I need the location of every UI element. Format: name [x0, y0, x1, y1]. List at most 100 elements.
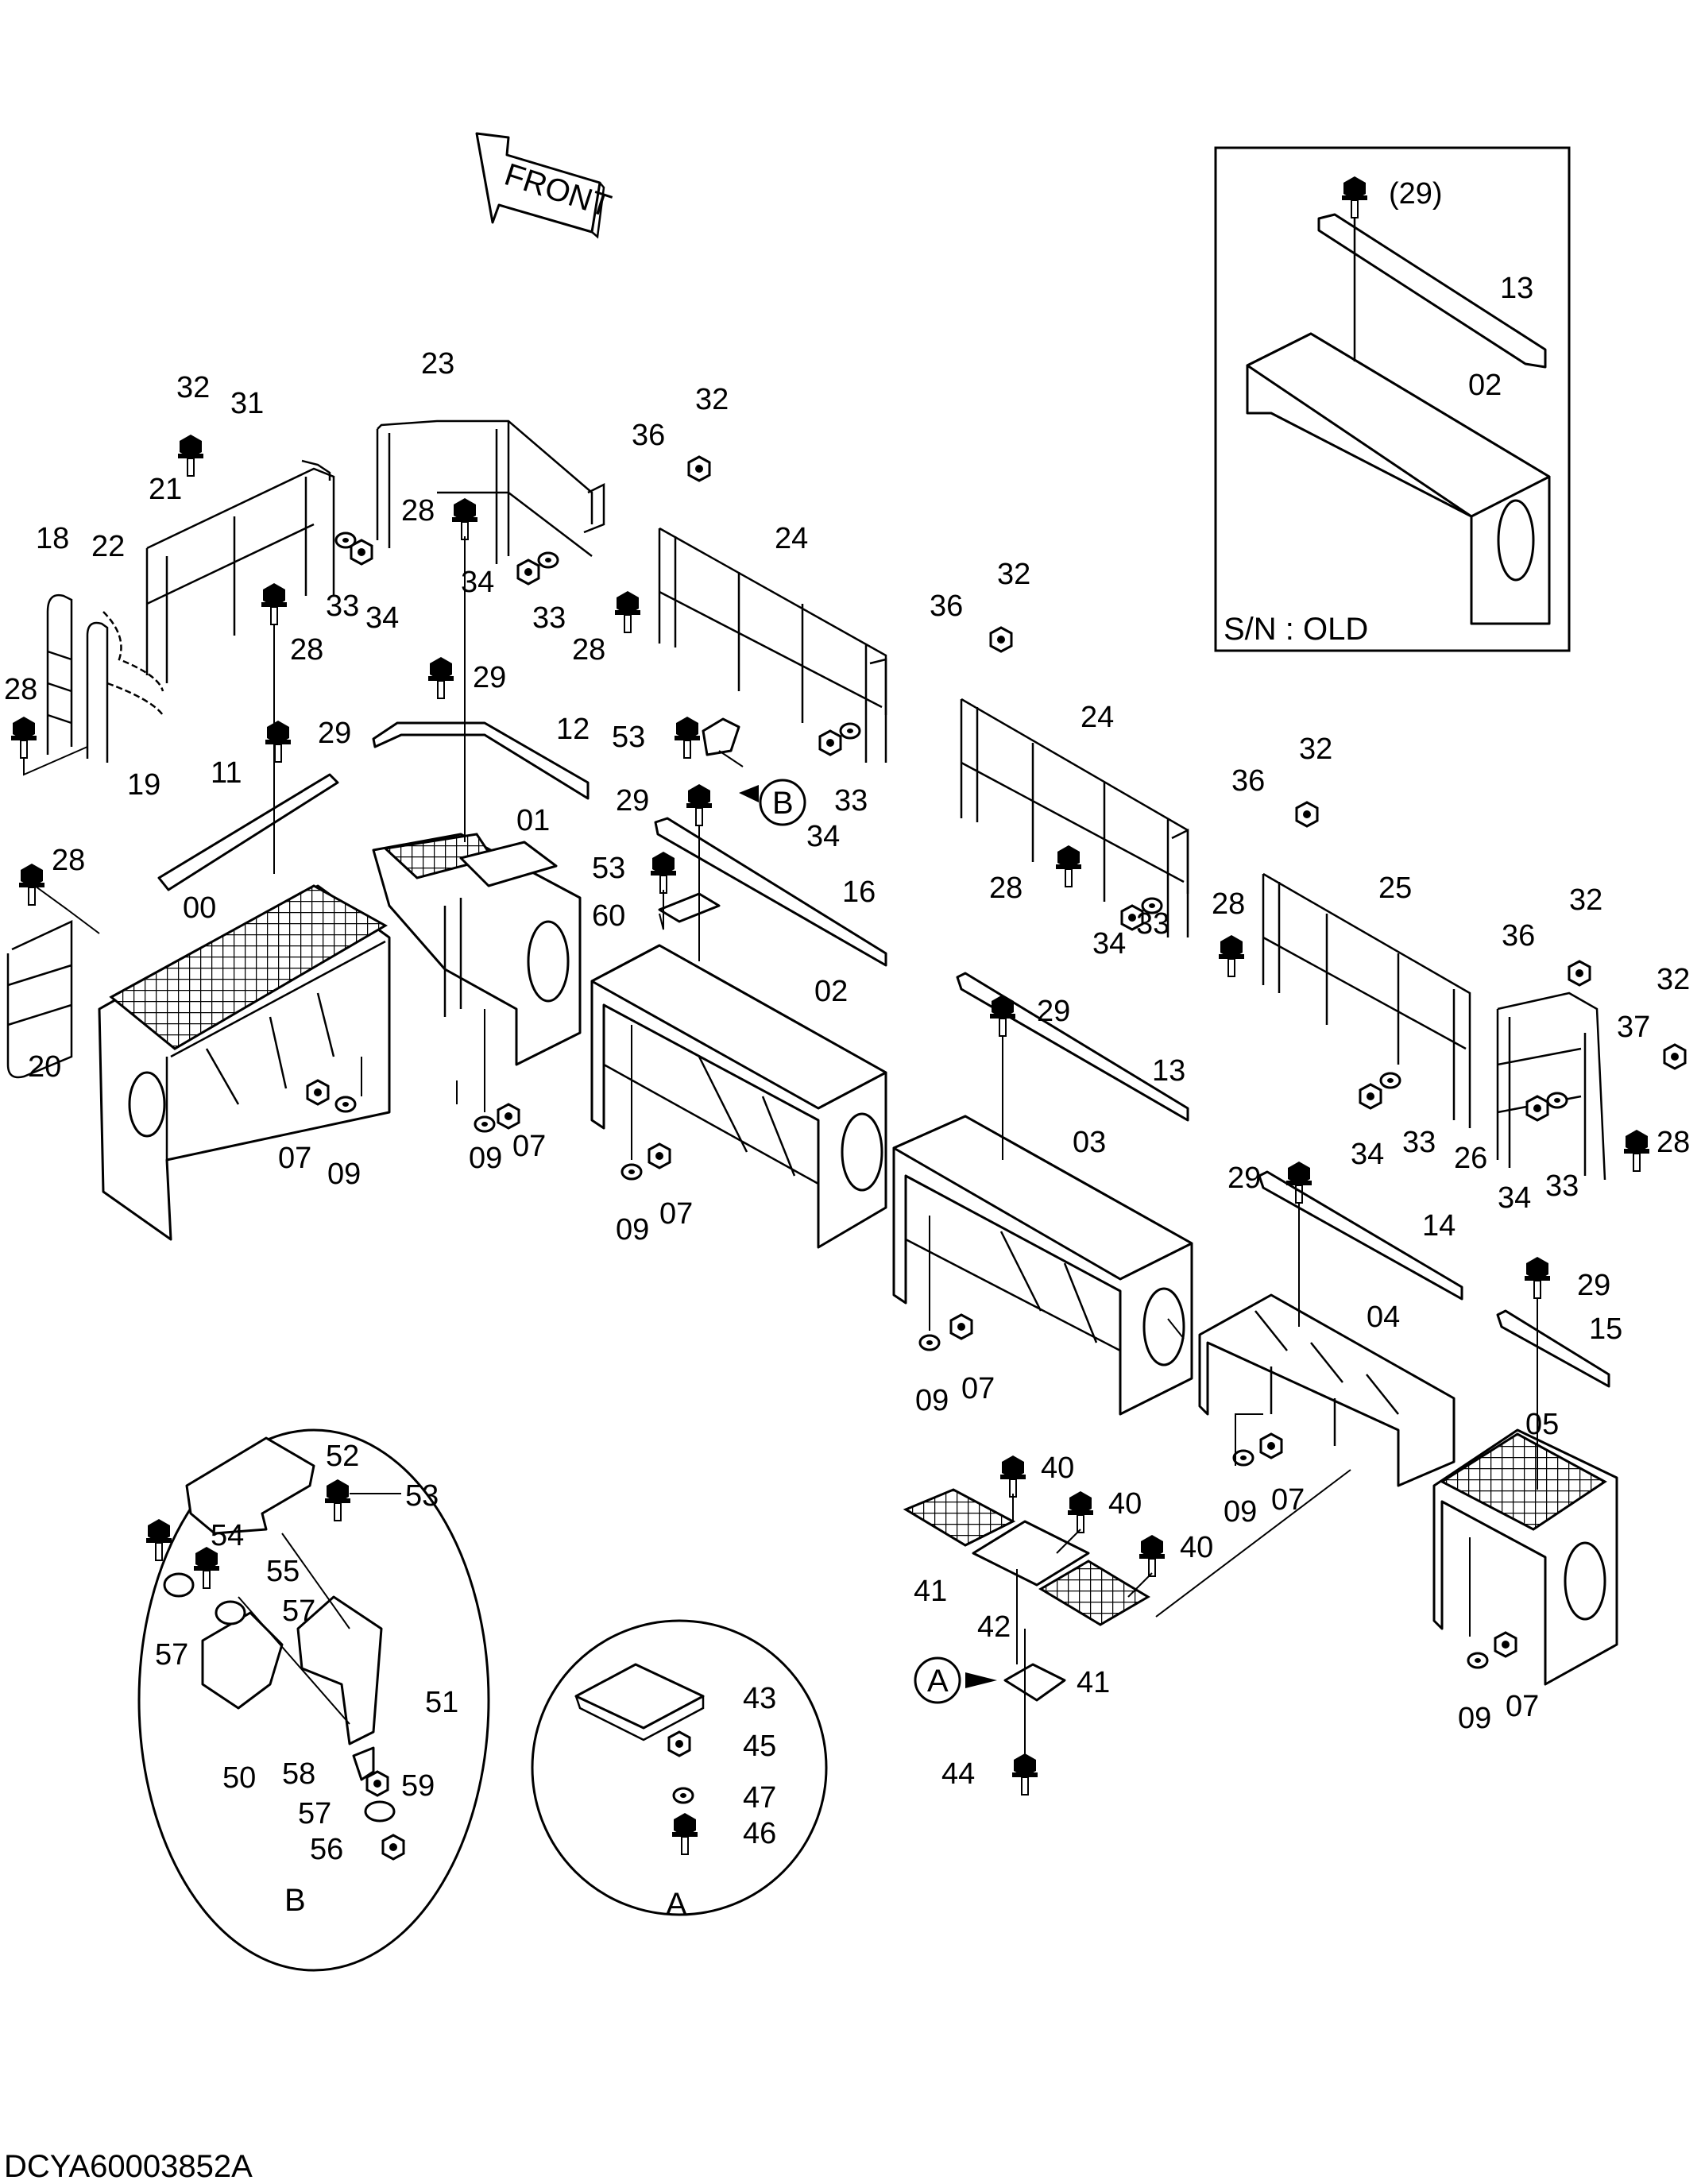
inset-label-29: (29): [1389, 177, 1443, 211]
bracket-16: [654, 817, 887, 967]
part-label: 28: [401, 494, 435, 528]
part-label: 34: [806, 820, 840, 853]
inset-label-13: 13: [1500, 272, 1533, 305]
part-label: 56: [310, 1833, 343, 1866]
part-label: 09: [616, 1213, 649, 1247]
part-label: 34: [1498, 1181, 1531, 1215]
part-label: 07: [1506, 1690, 1539, 1723]
part-label: 21: [149, 473, 182, 506]
part-label: 29: [473, 661, 506, 694]
part-label: 28: [572, 633, 605, 667]
part-label: 45: [743, 1730, 776, 1763]
part-label: 07: [512, 1130, 546, 1163]
part-label: 58: [282, 1757, 315, 1791]
part-label: 36: [632, 419, 665, 452]
part-label: 28: [1212, 887, 1245, 921]
ladder-20: [6, 920, 73, 1079]
part-label: 05: [1525, 1408, 1559, 1441]
bracket-12: [372, 721, 590, 800]
part-label: 31: [230, 387, 264, 420]
bracket-b-part: [702, 717, 740, 756]
part-label: 09: [327, 1158, 361, 1191]
part-label: 14: [1422, 1209, 1456, 1243]
part-label: 29: [1577, 1269, 1610, 1302]
plate-43-lower: [1003, 1663, 1066, 1702]
part-label: 53: [405, 1479, 439, 1513]
part-label: 37: [1617, 1011, 1650, 1044]
part-label: 54: [211, 1519, 244, 1552]
inset-label-02: 02: [1468, 369, 1502, 402]
part-label: 07: [659, 1197, 693, 1231]
detail-a-caption: A: [666, 1887, 687, 1922]
part-label: 32: [997, 558, 1030, 591]
part-label: 07: [278, 1142, 311, 1175]
part-label: 33: [326, 589, 359, 623]
part-label: 03: [1073, 1126, 1106, 1159]
part-label: 20: [28, 1050, 61, 1084]
part-label: 60: [592, 899, 625, 933]
part-label: 22: [91, 530, 125, 563]
handrail-23: [376, 419, 605, 564]
part-label: 34: [461, 566, 494, 599]
step-grate-41b: [1038, 1560, 1150, 1626]
part-label: 53: [612, 721, 645, 754]
part-label: 43: [743, 1682, 776, 1715]
step-frame-42: [972, 1520, 1090, 1587]
part-label: 50: [222, 1761, 256, 1795]
part-label: 28: [1657, 1126, 1690, 1159]
part-label: 34: [1092, 927, 1126, 961]
part-label: 57: [155, 1638, 188, 1672]
step-grate-41a: [903, 1488, 1016, 1547]
part-label: 13: [1152, 1054, 1185, 1088]
part-label: 41: [914, 1575, 947, 1608]
part-label: 15: [1589, 1312, 1622, 1346]
part-label: 07: [961, 1372, 995, 1405]
bracket-14: [1258, 1170, 1463, 1301]
part-label: 57: [282, 1595, 315, 1628]
part-label: 12: [556, 713, 590, 746]
part-label: 33: [532, 601, 566, 635]
part-label: 59: [401, 1769, 435, 1803]
part-label: 09: [915, 1384, 949, 1417]
walkway-03: [892, 1115, 1193, 1416]
part-label: 28: [290, 633, 323, 667]
part-label: 32: [1569, 883, 1602, 917]
part-label: 33: [1402, 1126, 1436, 1159]
walkway-01: [372, 833, 582, 1066]
part-label: 18: [36, 522, 69, 555]
part-label: 51: [425, 1686, 458, 1719]
bracket-13: [956, 972, 1189, 1122]
part-label: 29: [318, 717, 351, 750]
part-label: 33: [1545, 1169, 1579, 1203]
drawing-code: DCYA60003852A: [4, 2149, 253, 2184]
part-label: 09: [1224, 1495, 1257, 1529]
handrail-24a: [658, 527, 887, 763]
part-label: 28: [989, 872, 1023, 905]
part-label: 07: [1271, 1483, 1305, 1517]
part-label: 02: [814, 975, 848, 1008]
inset-caption: S/N : OLD: [1224, 612, 1368, 647]
part-label: 34: [365, 601, 399, 635]
part-label: 53: [592, 852, 625, 885]
detail-b-caption: B: [284, 1883, 306, 1918]
part-label: 33: [834, 784, 868, 818]
part-label: 47: [743, 1781, 776, 1815]
part-label: 52: [326, 1440, 359, 1473]
part-label: 09: [1458, 1702, 1491, 1735]
part-label: 36: [1231, 764, 1265, 798]
part-label: 40: [1041, 1451, 1074, 1485]
walkway-04: [1198, 1293, 1456, 1487]
part-label: 36: [930, 589, 963, 623]
callout-a-letter: A: [927, 1664, 949, 1699]
part-label: 42: [977, 1610, 1011, 1644]
handrail-25: [1262, 872, 1471, 1128]
part-label: 40: [1180, 1531, 1213, 1564]
front-arrow: FRONT: [475, 132, 615, 239]
leader-lines: [23, 536, 1538, 1760]
part-label: 32: [176, 371, 210, 404]
part-label: 44: [941, 1757, 975, 1791]
ladder-18: [46, 593, 164, 763]
handrail-21: [145, 459, 335, 683]
part-label: 36: [1502, 919, 1535, 953]
